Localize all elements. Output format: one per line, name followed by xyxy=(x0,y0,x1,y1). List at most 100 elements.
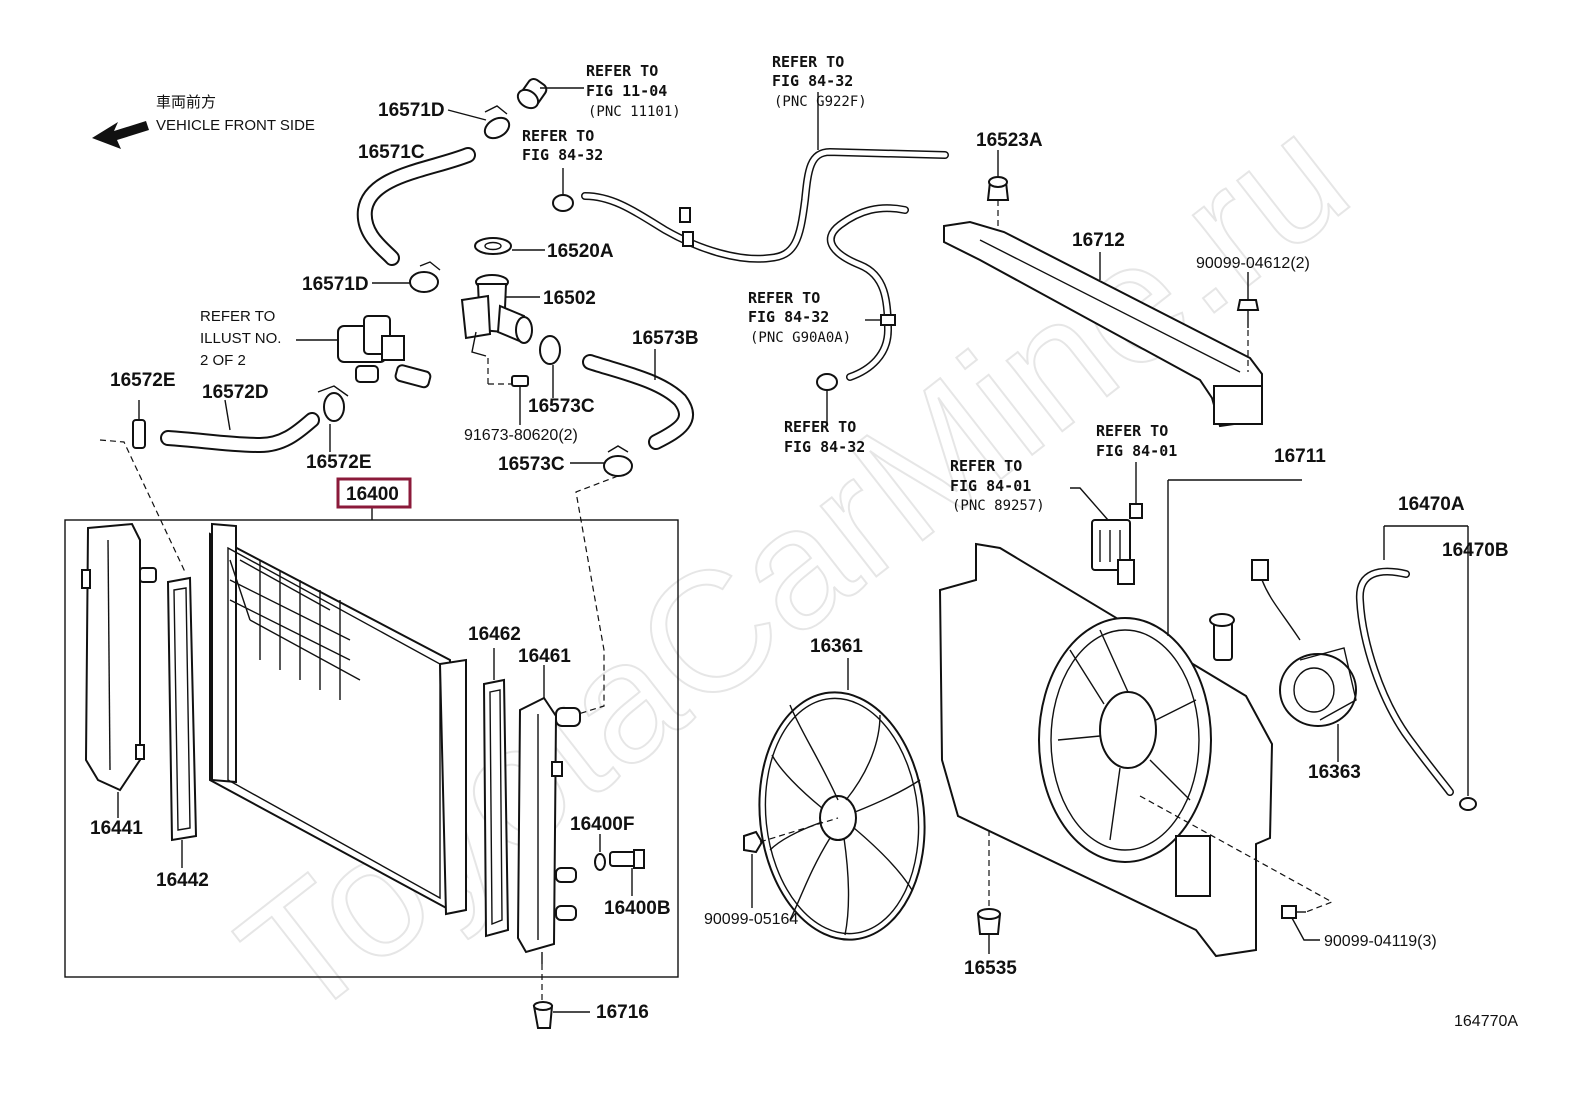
small-clamp-1[interactable] xyxy=(679,207,691,223)
bolt-90099-04119[interactable] xyxy=(1281,905,1306,919)
svg-text:REFER TO: REFER TO xyxy=(1096,422,1168,440)
vehicle-front-arrow-icon xyxy=(92,121,149,149)
svg-text:REFER TO: REFER TO xyxy=(950,457,1022,475)
label-16470B: 16470B xyxy=(1442,540,1509,561)
label-16572D: 16572D xyxy=(202,382,269,403)
bolt-91673[interactable] xyxy=(511,375,529,396)
drain-cock-16400B[interactable] xyxy=(609,849,645,869)
small-clamp-2[interactable] xyxy=(682,231,694,247)
note-refer-fig84-32-g90a0a[interactable]: REFER TO FIG 84-32 (PNC G90A0A) xyxy=(748,289,851,346)
label-91673: 91673-80620(2) xyxy=(464,427,578,444)
label-16572E-a: 16572E xyxy=(110,370,176,391)
svg-text:(PNC G90A0A): (PNC G90A0A) xyxy=(750,330,851,346)
clamp-16573C-upper[interactable] xyxy=(539,335,561,365)
valve-assembly[interactable] xyxy=(337,315,432,389)
note-refer-fig84-01-bolt[interactable]: REFER TO FIG 84-01 xyxy=(1096,422,1177,460)
left-tank-16441[interactable] xyxy=(81,522,157,792)
lower-hose-16573B[interactable] xyxy=(582,354,694,450)
label-16461: 16461 xyxy=(518,646,571,667)
clamp-fig84-32-lower[interactable] xyxy=(816,373,838,391)
note-refer-fig84-01-pnc89257[interactable]: REFER TO FIG 84-01 (PNC 89257) xyxy=(950,457,1045,514)
label-16462: 16462 xyxy=(468,624,521,645)
drain-hose-16470A[interactable] xyxy=(1355,567,1454,796)
svg-text:REFER TO: REFER TO xyxy=(586,62,658,80)
svg-text:REFER TO: REFER TO xyxy=(772,53,844,71)
svg-text:FIG 84-32: FIG 84-32 xyxy=(748,308,829,326)
label-16400F: 16400F xyxy=(570,814,634,835)
gasket-16442[interactable] xyxy=(166,576,198,842)
nut-90099-05164[interactable] xyxy=(743,830,764,854)
label-16572E-b: 16572E xyxy=(306,452,372,473)
svg-text:FIG 84-32: FIG 84-32 xyxy=(772,72,853,90)
gasket-16462[interactable] xyxy=(482,678,510,938)
label-16361: 16361 xyxy=(810,636,863,657)
label-16712: 16712 xyxy=(1072,230,1125,251)
gasket-16520A[interactable] xyxy=(474,237,512,255)
svg-text:REFER TO: REFER TO xyxy=(748,289,820,307)
bolt-90099-04612[interactable] xyxy=(1236,299,1260,328)
label-16502: 16502 xyxy=(543,288,596,309)
label-90099-04119: 90099-04119(3) xyxy=(1324,933,1437,950)
label-90099-05164: 90099-05164 xyxy=(704,911,798,928)
label-16400B: 16400B xyxy=(604,898,671,919)
label-16523A: 16523A xyxy=(976,130,1043,151)
cushion-16716[interactable] xyxy=(532,1001,554,1029)
note-refer-fig11-04[interactable]: REFER TO FIG 11-04 (PNC 11101) xyxy=(586,62,681,120)
oring-16400F[interactable] xyxy=(594,853,606,871)
cushion-16535[interactable] xyxy=(976,908,1002,935)
fan-16361[interactable] xyxy=(747,684,936,948)
svg-text:FIG 84-32: FIG 84-32 xyxy=(522,146,603,164)
note-refer-illust-2of2[interactable]: REFER TO ILLUST NO. 2 OF 2 xyxy=(200,308,281,369)
clip-16470B[interactable] xyxy=(1459,797,1477,811)
hose-clamp-g90[interactable] xyxy=(880,314,896,326)
upper-hose-16571C[interactable] xyxy=(356,147,476,266)
note-refer-fig84-32-clamp[interactable]: REFER TO FIG 84-32 xyxy=(522,127,603,164)
bypass-hose-g922f[interactable] xyxy=(581,147,949,263)
label-16520A: 16520A xyxy=(547,241,614,262)
water-inlet-16502[interactable] xyxy=(460,274,533,357)
right-tank-16461[interactable] xyxy=(516,696,581,964)
svg-text:(PNC G922F): (PNC G922F) xyxy=(774,94,867,110)
note-refer-fig84-32-lower[interactable]: REFER TO FIG 84-32 xyxy=(784,418,865,456)
hose-16572D[interactable] xyxy=(160,412,320,454)
clamp-fig84-32[interactable] xyxy=(552,194,574,212)
svg-text:REFER TO: REFER TO xyxy=(784,418,856,436)
label-16573C-a: 16573C xyxy=(528,396,595,417)
label-16573C-b: 16573C xyxy=(498,454,565,475)
svg-text:2 OF 2: 2 OF 2 xyxy=(200,352,246,369)
clamp-16571D-mid[interactable] xyxy=(409,261,441,293)
label-90099-04612: 90099-04612(2) xyxy=(1196,255,1310,272)
label-16442: 16442 xyxy=(156,870,209,891)
resistor-module[interactable] xyxy=(1091,519,1135,585)
direction-jp-label: 車両前方 xyxy=(156,94,216,111)
clamp-16572E-right[interactable] xyxy=(317,385,349,422)
svg-text:FIG 84-32: FIG 84-32 xyxy=(784,438,865,456)
clamp-16573C-lower[interactable] xyxy=(603,445,633,477)
bolt-fig84-01[interactable] xyxy=(1129,503,1143,519)
clip-16572E-left[interactable] xyxy=(132,400,146,449)
bypass-hose-g90a0a[interactable] xyxy=(826,204,909,381)
svg-text:FIG 84-01: FIG 84-01 xyxy=(1096,442,1177,460)
svg-text:(PNC 11101): (PNC 11101) xyxy=(588,104,681,120)
clamp-16571D-top[interactable] xyxy=(481,105,513,142)
label-16571D-mid: 16571D xyxy=(302,274,369,295)
note-refer-fig84-32-g922f[interactable]: REFER TO FIG 84-32 (PNC G922F) xyxy=(772,53,867,110)
label-16716: 16716 xyxy=(596,1002,649,1023)
svg-text:REFER TO: REFER TO xyxy=(522,127,594,145)
svg-text:ILLUST NO.: ILLUST NO. xyxy=(200,330,281,347)
label-16470A: 16470A xyxy=(1398,494,1465,515)
label-16571C: 16571C xyxy=(358,142,425,163)
radiator-core-16400[interactable] xyxy=(209,522,467,916)
svg-text:FIG 11-04: FIG 11-04 xyxy=(586,82,667,100)
fan-motor-16363[interactable] xyxy=(1251,559,1357,727)
cushion-16523A[interactable] xyxy=(986,176,1010,201)
svg-text:REFER TO: REFER TO xyxy=(200,308,275,325)
outlet-pipe-fig11[interactable] xyxy=(514,77,548,112)
shroud-16711[interactable] xyxy=(938,542,1274,958)
diagram-id: 164770A xyxy=(1454,1013,1518,1030)
svg-text:FIG 84-01: FIG 84-01 xyxy=(950,477,1031,495)
highlight-16400-box xyxy=(336,477,412,509)
svg-text:(PNC 89257): (PNC 89257) xyxy=(952,498,1045,514)
support-16712[interactable] xyxy=(943,220,1263,428)
